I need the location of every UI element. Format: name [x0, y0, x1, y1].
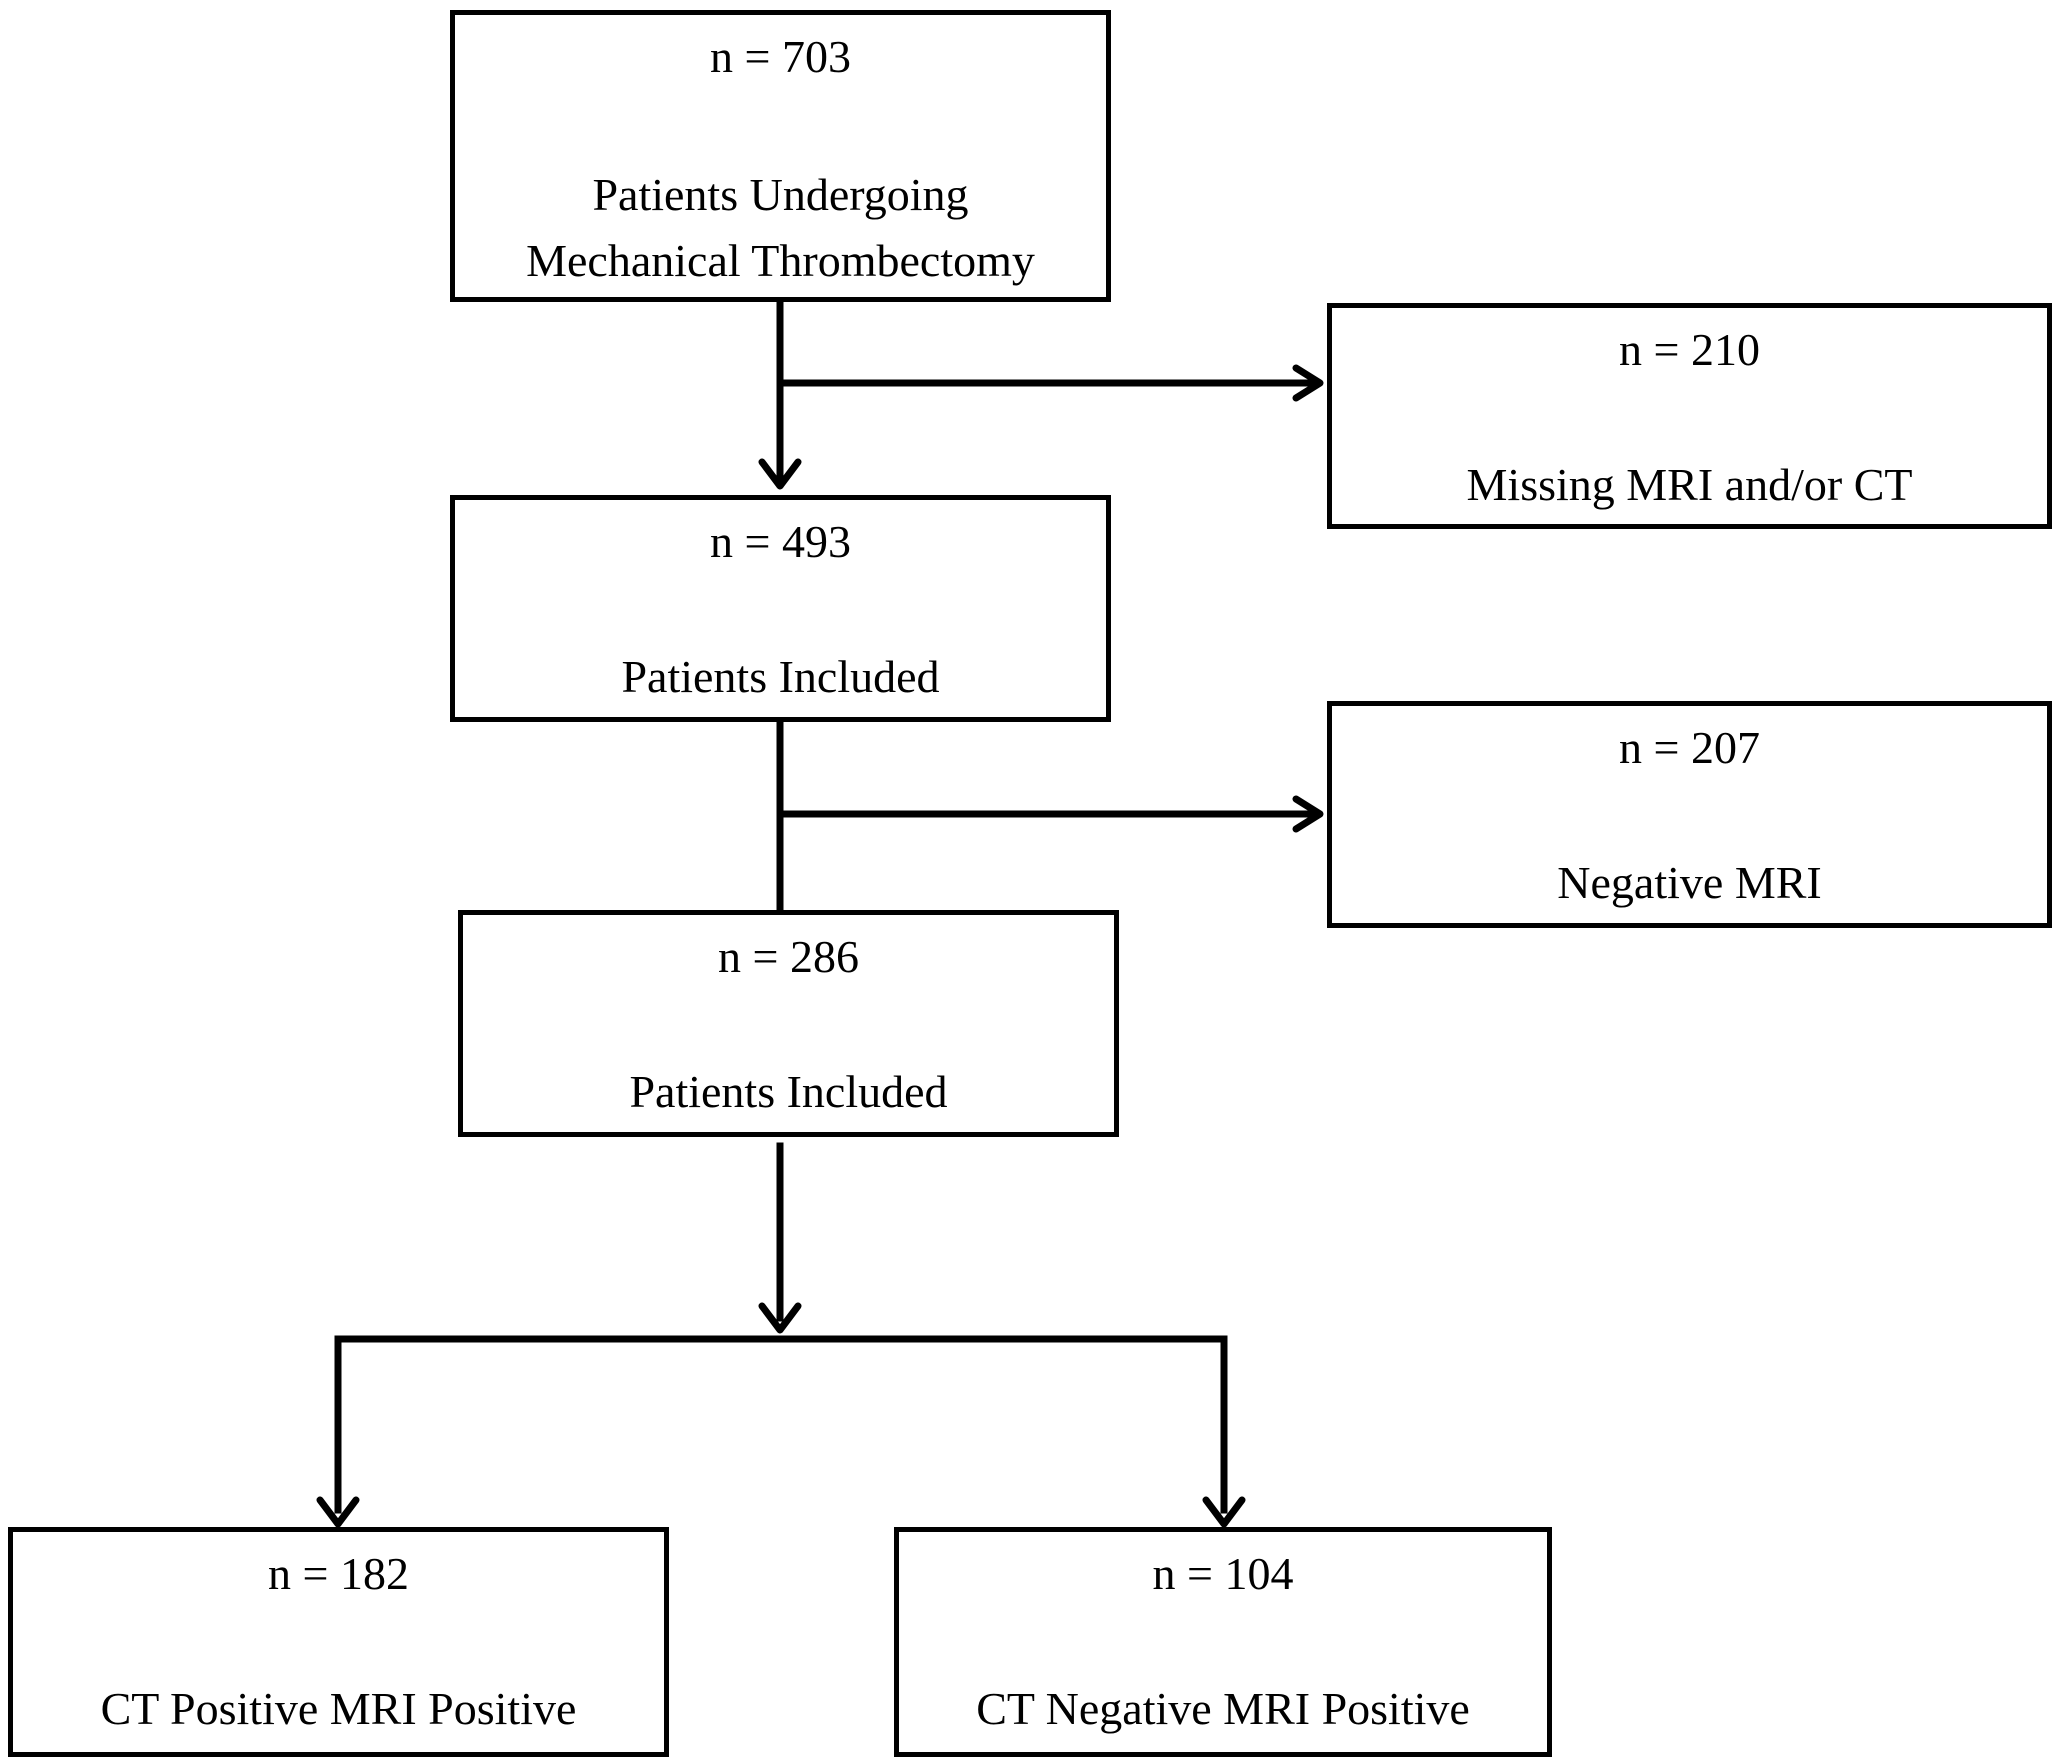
arrowhead-to-ct-neg — [1202, 1496, 1246, 1528]
box-count: n = 207 — [1619, 722, 1760, 773]
arrowhead-to-split — [758, 1302, 802, 1334]
box-count: n = 210 — [1619, 324, 1760, 375]
box-ct-positive-mri-positive: n = 182 CT Positive MRI Positive — [8, 1527, 669, 1757]
box-patients-included-286: n = 286 Patients Included — [458, 910, 1119, 1137]
box-label: Missing MRI and/or CT — [1466, 459, 1913, 510]
box-count: n = 703 — [710, 31, 851, 82]
box-label-line-2: Mechanical Thrombectomy — [526, 235, 1035, 286]
box-label: Patients Included — [621, 651, 940, 702]
arrowhead-to-negative — [1292, 795, 1324, 833]
box-count: n = 104 — [1152, 1548, 1294, 1599]
box-negative-mri: n = 207 Negative MRI — [1327, 701, 2052, 928]
box-count: n = 493 — [710, 516, 851, 567]
box-label: CT Positive MRI Positive — [100, 1683, 577, 1734]
arrowhead-to-included-1 — [758, 458, 802, 490]
box-count: n = 286 — [718, 931, 859, 982]
box-label: CT Negative MRI Positive — [976, 1683, 1470, 1734]
box-count: n = 182 — [268, 1548, 409, 1599]
box-label-line-1: Patients Undergoing — [592, 169, 969, 220]
box-label: Negative MRI — [1557, 857, 1822, 908]
box-total-patients: n = 703 Patients Undergoing Mechanical T… — [450, 10, 1111, 302]
box-ct-negative-mri-positive: n = 104 CT Negative MRI Positive — [894, 1527, 1552, 1757]
box-patients-included-493: n = 493 Patients Included — [450, 495, 1111, 722]
arrowhead-to-missing — [1292, 364, 1324, 402]
arrowhead-to-ct-pos — [316, 1496, 360, 1528]
box-missing-mri-ct: n = 210 Missing MRI and/or CT — [1327, 303, 2052, 529]
box-label: Patients Included — [629, 1066, 948, 1117]
